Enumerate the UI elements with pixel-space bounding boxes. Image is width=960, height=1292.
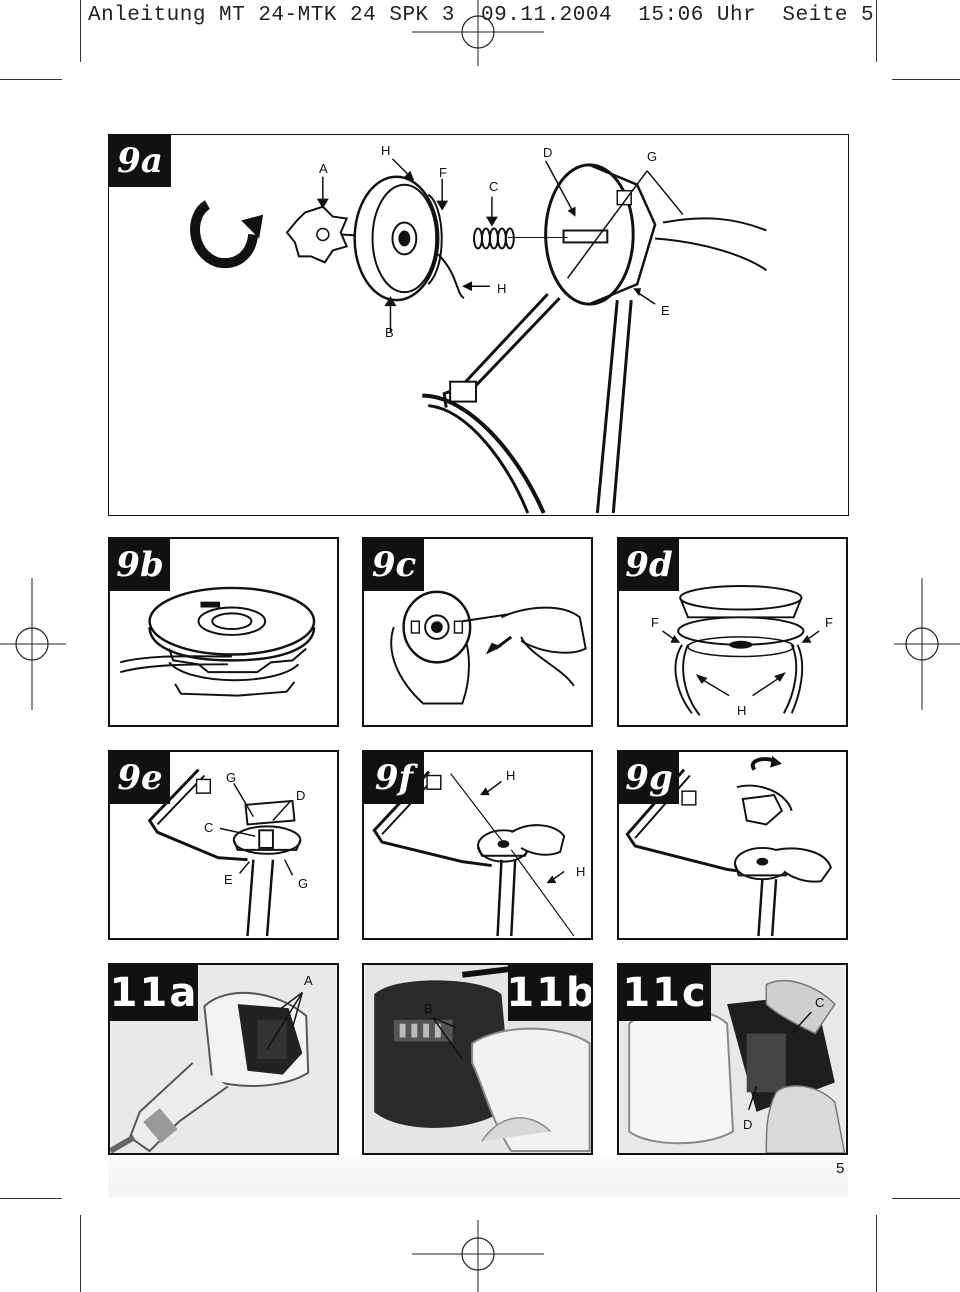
figure-9g-tag: 9g [619, 752, 679, 804]
figure-11b-tag: 11b [506, 965, 591, 1021]
registration-mark-right [894, 578, 960, 710]
figure-9d: 9d F F H [617, 537, 848, 727]
registration-mark-left [0, 578, 66, 710]
figure-9a-label-g: G [647, 149, 658, 164]
figure-9g-drawing [625, 755, 832, 937]
figure-9a-label-h-bottom: H [497, 281, 507, 296]
figure-9f-label-h-top: H [506, 768, 516, 783]
figure-11a: 11a A [108, 963, 339, 1155]
figure-11c-label-c: C [815, 995, 825, 1010]
figure-11a-drawing [110, 965, 337, 1153]
figure-9d-tag: 9d [619, 539, 679, 591]
figure-9e-label-g-top: G [226, 770, 237, 785]
figure-11c-label-d: D [743, 1117, 753, 1132]
figure-9e: 9e G D C E G [108, 750, 339, 940]
figure-9f: 9f H H [362, 750, 593, 940]
figure-9g: 9g [617, 750, 848, 940]
figure-9d-drawing [662, 585, 820, 716]
figure-9e-label-c: C [204, 820, 214, 835]
figure-9d-label-f-left: F [651, 615, 659, 630]
figure-9e-drawing [147, 768, 302, 937]
figure-9d-label-h: H [737, 703, 747, 718]
figure-9c-drawing [390, 590, 587, 705]
figure-9a-drawing [190, 158, 768, 514]
figure-9b: 9b [108, 537, 339, 727]
figure-11a-tag: 11a [110, 965, 198, 1021]
figure-11b-label-b: B [424, 1001, 433, 1016]
figure-9a-label-a: A [319, 161, 328, 176]
registration-mark-bottom [412, 1220, 544, 1292]
figure-9f-drawing [372, 770, 575, 937]
figure-11c: 11c C D [617, 963, 848, 1155]
registration-mark-top [412, 0, 544, 66]
figure-9a-label-f: F [439, 165, 447, 180]
figure-9a-label-c: C [489, 179, 499, 194]
figure-9e-label-g-bottom: G [298, 876, 309, 891]
figure-9a: 9a A H F C D G H E B [108, 134, 849, 516]
figure-9b-drawing [119, 586, 316, 697]
print-header: Anleitung MT 24-MTK 24 SPK 3 09.11.2004 … [88, 4, 875, 27]
figure-9a-label-h-top: H [381, 143, 391, 158]
figure-11c-tag: 11c [619, 965, 711, 1021]
figure-9a-label-e: E [661, 303, 670, 318]
figure-9a-label-b: B [385, 325, 394, 340]
page-number: 5 [836, 1160, 845, 1177]
figure-9f-label-h-bottom: H [576, 864, 586, 879]
figure-11a-label-a: A [304, 973, 313, 988]
figure-9c: 9c [362, 537, 593, 727]
figure-9d-label-f-right: F [825, 615, 833, 630]
figure-9a-tag: 9a [109, 135, 171, 187]
figure-9f-tag: 9f [364, 752, 424, 804]
figure-9c-tag: 9c [364, 539, 424, 591]
figure-11b: 11b B [362, 963, 593, 1155]
bottom-strip [108, 1157, 848, 1197]
figure-9e-tag: 9e [110, 752, 170, 804]
figure-9b-tag: 9b [110, 539, 170, 591]
figure-9a-label-d: D [543, 145, 553, 160]
figure-9e-label-e: E [224, 872, 233, 887]
figure-9e-label-d: D [296, 788, 306, 803]
